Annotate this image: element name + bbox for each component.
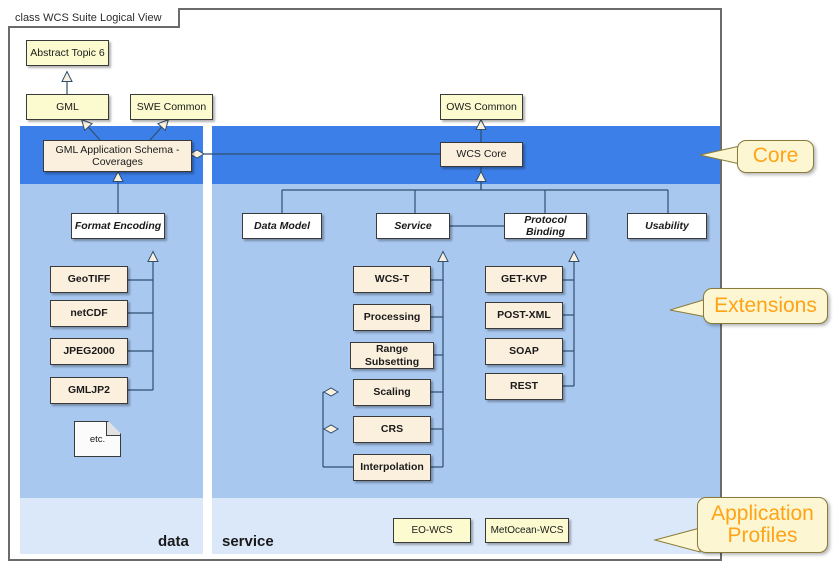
callout-extensions: Extensions (703, 288, 828, 324)
lane-label-service: service (222, 533, 274, 550)
class-gmljp2[interactable]: GMLJP2 (50, 377, 128, 404)
class-data-model[interactable]: Data Model (242, 213, 322, 239)
class-wcs-t[interactable]: WCS-T (353, 266, 431, 293)
class-geotiff[interactable]: GeoTIFF (50, 266, 128, 293)
class-metocean-wcs[interactable]: MetOcean-WCS (485, 518, 569, 543)
note-etc-label: etc. (89, 433, 106, 445)
class-interpolation[interactable]: Interpolation (353, 454, 431, 481)
class-ows-common[interactable]: OWS Common (440, 94, 523, 120)
class-post-xml[interactable]: POST-XML (485, 302, 563, 329)
class-rest[interactable]: REST (485, 373, 563, 400)
class-service[interactable]: Service (376, 213, 450, 239)
class-usability[interactable]: Usability (627, 213, 707, 239)
class-range-subsetting[interactable]: Range Subsetting (350, 342, 434, 369)
class-crs[interactable]: CRS (353, 416, 431, 443)
class-wcs-core[interactable]: WCS Core (440, 142, 523, 167)
class-format-encoding[interactable]: Format Encoding (71, 213, 165, 239)
callout-application-profiles: Application Profiles (697, 497, 828, 553)
class-soap[interactable]: SOAP (485, 338, 563, 365)
class-netcdf[interactable]: netCDF (50, 300, 128, 327)
class-swe-common[interactable]: SWE Common (130, 94, 213, 120)
note-etc[interactable]: etc. (74, 421, 121, 457)
class-abstract-topic-6[interactable]: Abstract Topic 6 (26, 40, 109, 66)
band-profiles-data (20, 498, 203, 554)
class-gml[interactable]: GML (26, 94, 109, 120)
class-scaling[interactable]: Scaling (353, 379, 431, 406)
diagram-frame-title: class WCS Suite Logical View (8, 8, 180, 28)
class-eo-wcs[interactable]: EO-WCS (393, 518, 471, 543)
class-jpeg2000[interactable]: JPEG2000 (50, 338, 128, 365)
class-gml-application-schema-coverages[interactable]: GML Application Schema - Coverages (43, 140, 192, 172)
class-protocol-binding[interactable]: Protocol Binding (504, 213, 587, 239)
class-get-kvp[interactable]: GET-KVP (485, 266, 563, 293)
callout-core: Core (737, 140, 814, 173)
class-processing[interactable]: Processing (353, 304, 431, 331)
lane-label-data: data (158, 533, 189, 550)
